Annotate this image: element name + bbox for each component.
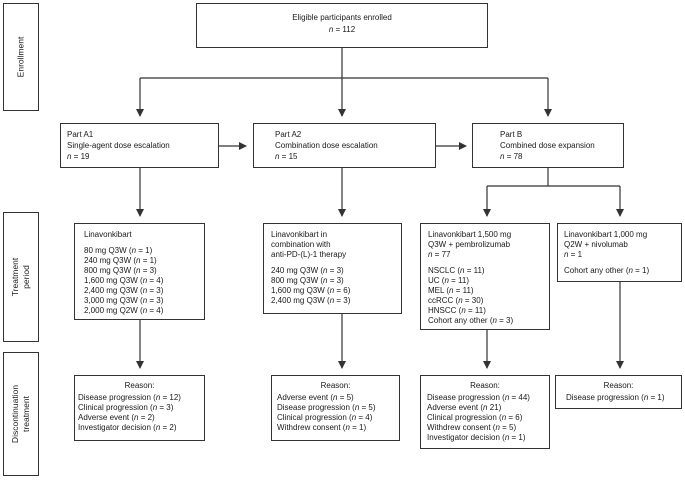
part-b-subtitle: Combined dose expansion <box>500 141 595 150</box>
cohort-item: Cohort any other (n = 3) <box>428 316 514 325</box>
disc-a2-box: Reason: Adverse event (n = 5)Disease pro… <box>271 375 400 441</box>
dose-item: 1,600 mg Q3W (n = 4) <box>84 276 164 285</box>
dose-item: 240 mg Q3W (n = 3) <box>271 266 344 275</box>
cohort-item: Cohort any other (n = 1) <box>564 266 650 275</box>
reason-item: Clinical progression (n = 6) <box>427 413 523 422</box>
treatment-b-pembro-title-line1: Linavonkibart 1,500 mg <box>428 230 512 239</box>
part-b-box: Part B Combined dose expansion n = 78 <box>472 123 624 168</box>
part-a1-box: Part A1 Single-agent dose escalation n =… <box>60 123 219 168</box>
dose-item: 1,600 mg Q3W (n = 6) <box>271 286 351 295</box>
part-a2-box: Part A2 Combination dose escalation n = … <box>253 123 436 168</box>
part-b-title: Part B <box>500 130 523 139</box>
reason-item: Clinical progression (n = 4) <box>277 413 373 422</box>
cohort-item: MEL (n = 11) <box>428 286 474 295</box>
part-a1-count: n = 19 <box>67 152 90 161</box>
disc-b-pembro-reason-label: Reason: <box>470 381 500 390</box>
treatment-a2-box: Linavonkibart in combination with anti-P… <box>263 223 402 314</box>
dose-item: 800 mg Q3W (n = 3) <box>84 266 157 275</box>
part-a2-title: Part A2 <box>275 130 302 139</box>
reason-item: Adverse event (n = 5) <box>277 393 354 402</box>
treatment-b-pembro-box: Linavonkibart 1,500 mg Q3W + pembrolizum… <box>420 223 550 330</box>
treatment-b-pembro-title-line2: Q3W + pembrolizumab <box>428 240 511 249</box>
disc-b-nivo-box: Reason: Disease progression (n = 1) <box>555 375 682 409</box>
reason-item: Disease progression (n = 12) <box>78 393 181 402</box>
dose-item: 2,400 mg Q3W (n = 3) <box>271 296 351 305</box>
treatment-b-nivo-title-line1: Linavonkibart 1,000 mg <box>564 230 648 239</box>
reason-item: Adverse event (n 21) <box>427 403 502 412</box>
cohort-item: UC (n = 11) <box>428 276 469 285</box>
disc-a2-reason-label: Reason: <box>320 381 351 390</box>
treatment-a2-title-line1: Linavonkibart in <box>271 230 328 239</box>
part-a1-title: Part A1 <box>67 130 94 139</box>
enrolled-box: Eligible participants enrolled n = 112 <box>196 3 488 48</box>
dose-item: 2,400 mg Q3W (n = 3) <box>84 286 164 295</box>
dose-item: 80 mg Q3W (n = 1) <box>84 246 153 255</box>
reason-item: Investigator decision (n = 2) <box>78 423 177 432</box>
treatment-a1-title: Linavonkibart <box>84 230 132 239</box>
part-a2-count: n = 15 <box>275 152 298 161</box>
part-b-count: n = 78 <box>500 152 523 161</box>
disc-a1-box: Reason: Disease progression (n = 12)Clin… <box>74 375 205 441</box>
disc-a1-reason-label: Reason: <box>124 381 155 390</box>
treatment-a2-title-line3: anti-PD-(L)-1 therapy <box>271 250 347 259</box>
dose-item: 240 mg Q3W (n = 1) <box>84 256 157 265</box>
cohort-item: NSCLC (n = 11) <box>428 266 485 275</box>
enrolled-title: Eligible participants enrolled <box>292 13 392 22</box>
treatment-a1-box: Linavonkibart 80 mg Q3W (n = 1)240 mg Q3… <box>74 223 205 320</box>
dose-item: 2,000 mg Q2W (n = 4) <box>84 306 164 315</box>
reason-item: Disease progression (n = 1) <box>566 393 665 402</box>
dose-item: 800 mg Q3W (n = 3) <box>271 276 344 285</box>
reason-item: Withdrew consent (n = 5) <box>427 423 517 432</box>
dose-item: 3,000 mg Q3W (n = 3) <box>84 296 164 305</box>
reason-item: Adverse event (n = 2) <box>78 413 155 422</box>
phase-label-enrollment: Enrollment <box>3 3 39 111</box>
disc-b-pembro-box: Reason: Disease progression (n = 44)Adve… <box>420 375 550 449</box>
cohort-item: HNSCC (n = 11) <box>428 306 486 315</box>
reason-item: Disease progression (n = 5) <box>277 403 376 412</box>
reason-item: Clinical progression (n = 3) <box>78 403 174 412</box>
treatment-b-pembro-count: n = 77 <box>428 250 451 259</box>
part-a2-subtitle: Combination dose escalation <box>275 141 378 150</box>
treatment-b-nivo-title-line2: Q2W + nivolumab <box>564 240 628 249</box>
treatment-a2-title-line2: combination with <box>271 240 331 249</box>
disc-b-nivo-reason-label: Reason: <box>603 381 634 390</box>
enrolled-count: n = 112 <box>328 25 356 34</box>
treatment-b-nivo-count: n = 1 <box>564 250 583 259</box>
reason-item: Disease progression (n = 44) <box>427 393 530 402</box>
reason-item: Withdrew consent (n = 1) <box>277 423 367 432</box>
cohort-item: ccRCC (n = 30) <box>428 296 484 305</box>
reason-item: Investigator decision (n = 1) <box>427 433 526 442</box>
treatment-b-nivo-box: Linavonkibart 1,000 mg Q2W + nivolumab n… <box>557 223 682 282</box>
part-a1-subtitle: Single-agent dose escalation <box>67 141 170 150</box>
